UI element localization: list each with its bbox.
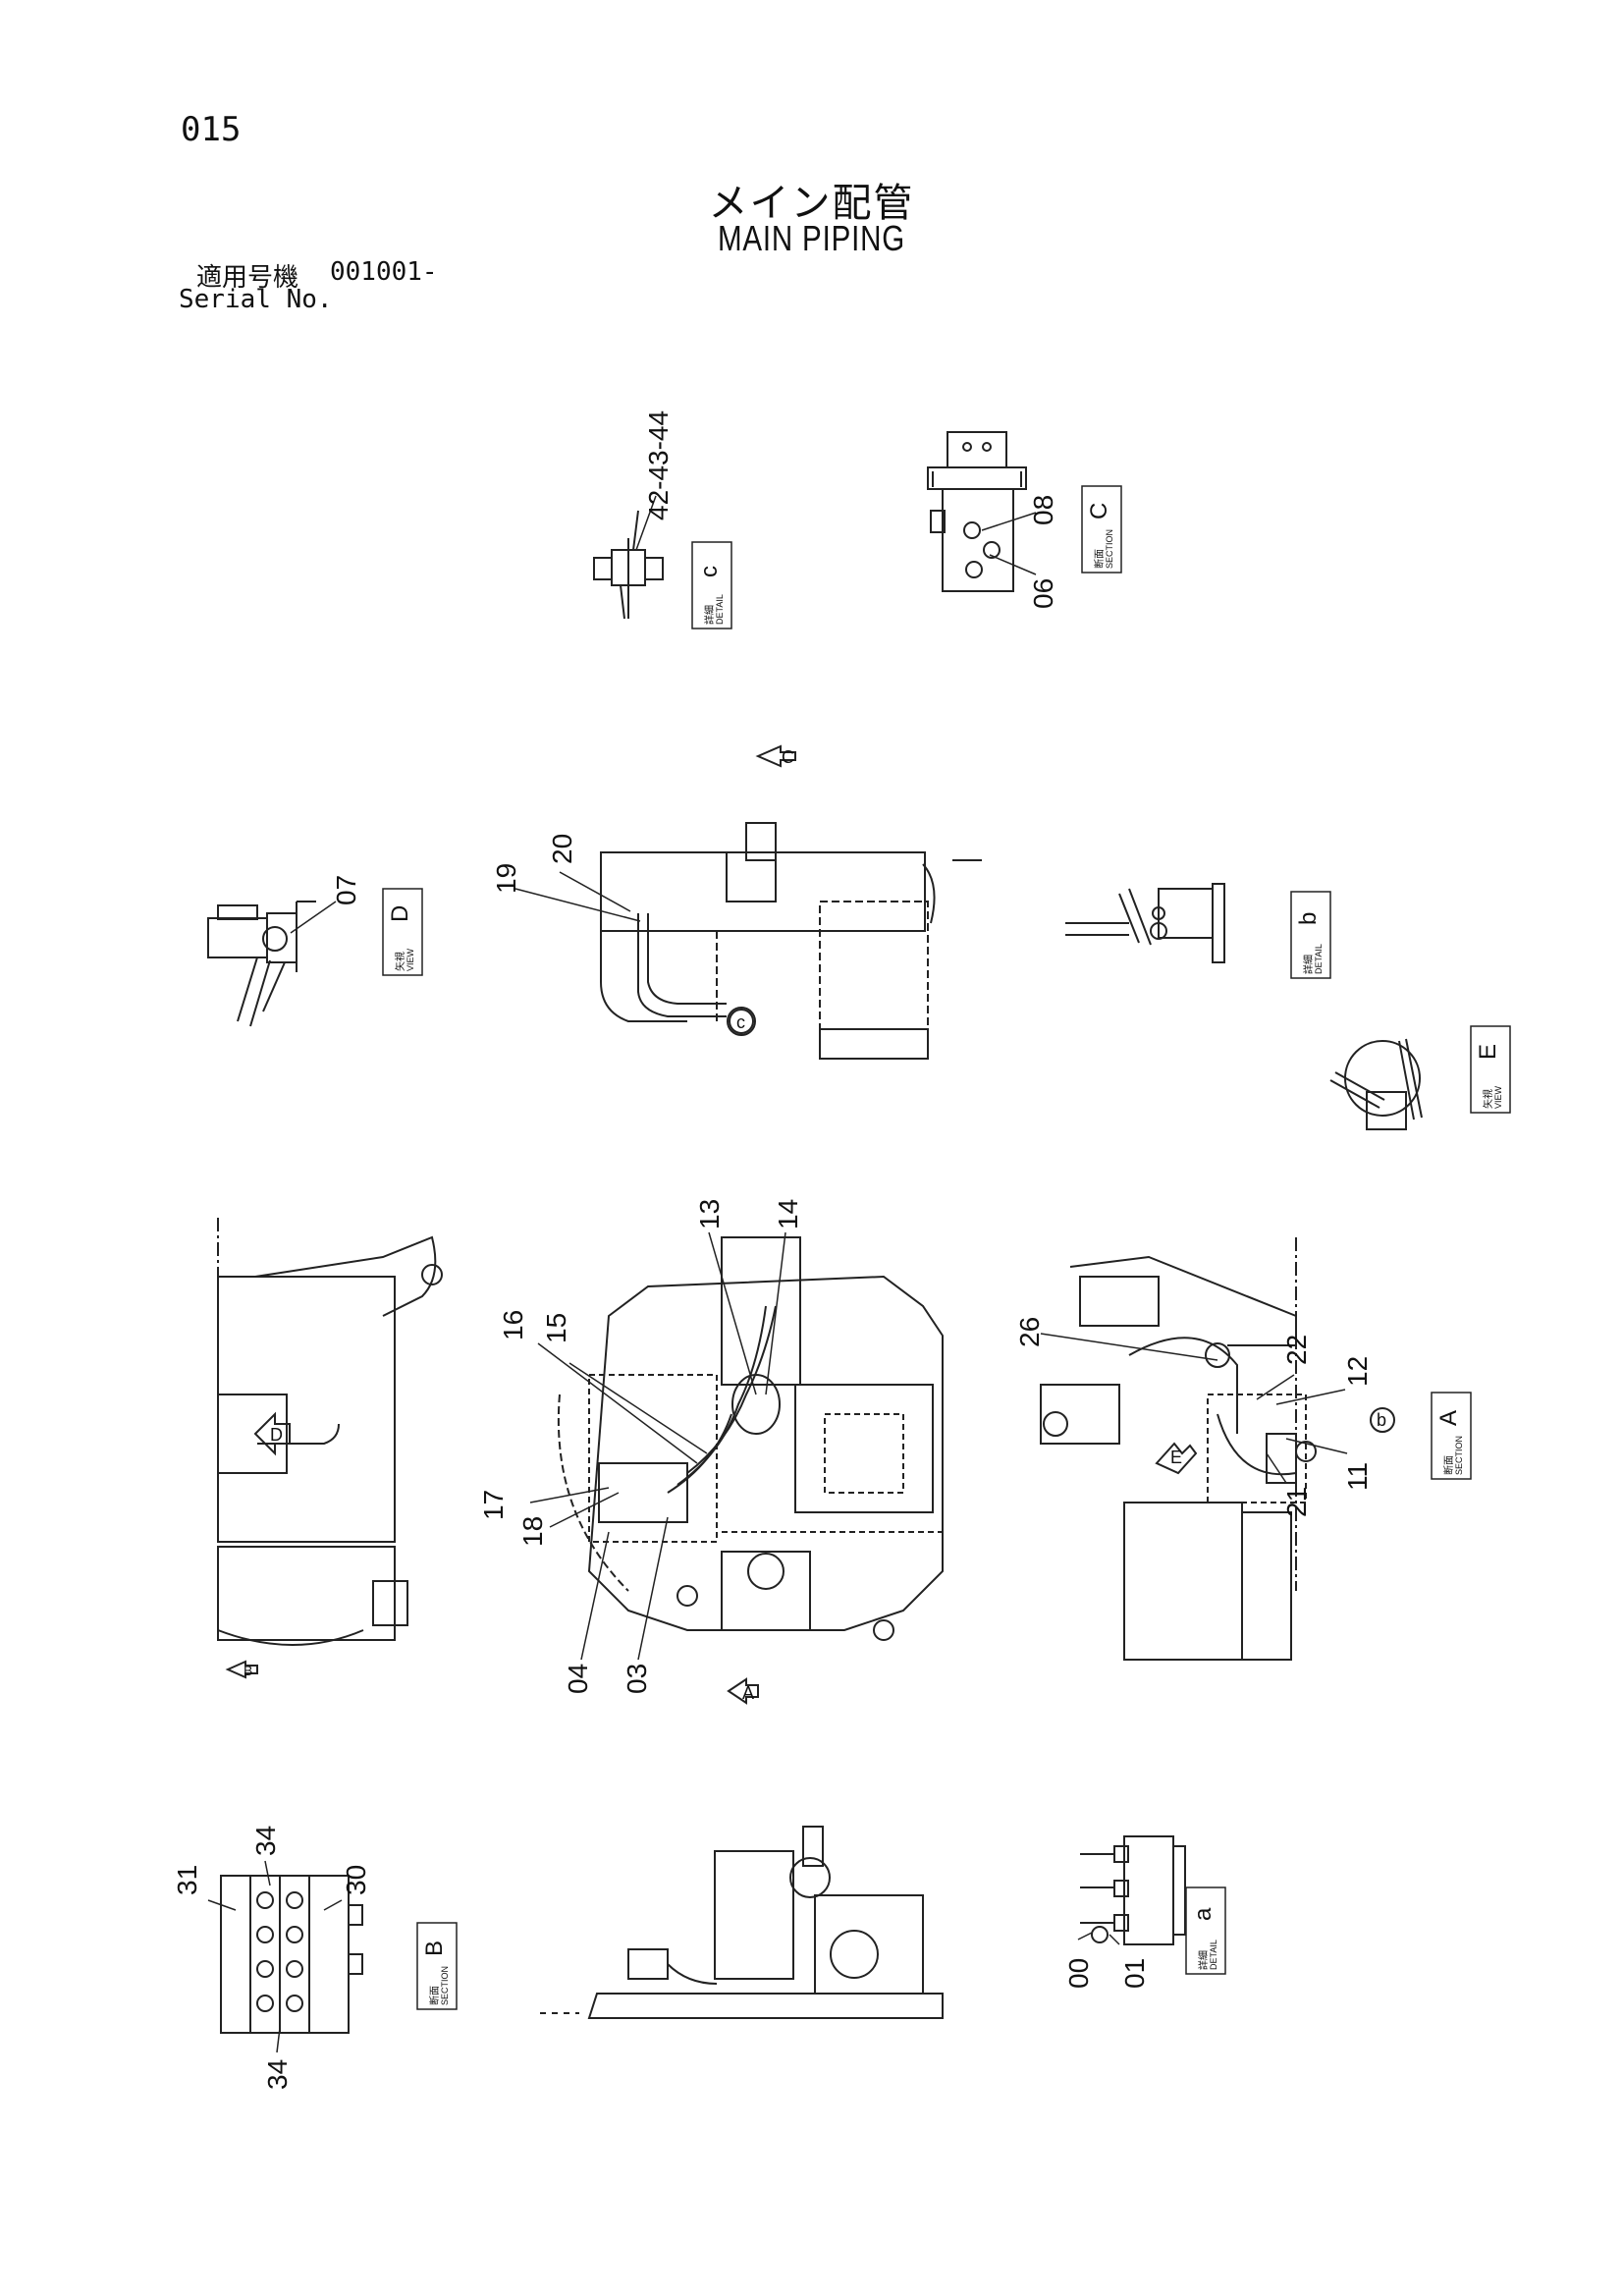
callout-42-43-44: 42-43-44 [643,410,674,520]
arrow-marker-a [727,1677,759,1705]
view-d-valve [207,901,316,1027]
callout-06: 06 [1028,578,1058,609]
serial-label-english: Serial No. [179,285,333,314]
callout-22: 22 [1281,1335,1312,1365]
svg-text:DETAIL: DETAIL [715,594,725,625]
label-detail-b: 詳細 DETAIL b [1295,912,1324,974]
label-detail-a: 詳細 DETAIL a [1190,1907,1218,1970]
callout-26: 26 [1014,1317,1045,1347]
circle-letter-b: b [1377,1410,1386,1430]
arrow-letter-d: D [270,1425,283,1445]
callout-08: 08 [1028,495,1058,525]
svg-text:D: D [387,905,413,922]
arrow-marker-e [1155,1442,1198,1475]
section-c-valve [927,431,1027,592]
label-section-b: 断面 SECTION B [421,1941,450,2005]
callout-15: 15 [541,1313,571,1343]
callout-34-bottom: 34 [262,2059,293,2090]
label-section-a: 断面 SECTION A [1435,1410,1464,1475]
side-view-upper [600,822,982,1060]
svg-text:断面: 断面 [1442,1455,1455,1475]
svg-text:DETAIL: DETAIL [1314,944,1324,974]
detail-a-fitting [1080,1835,1186,1945]
arrow-letter-b: B [243,1663,252,1678]
callout-20: 20 [547,834,577,864]
title-japanese: メイン配管 [708,181,915,226]
svg-text:断面: 断面 [428,1986,441,2005]
label-view-d: 矢視 VIEW D [387,905,415,971]
serial-number-value: 001001- [330,257,438,287]
label-box-frames [382,485,1511,2010]
title-english: MAIN PIPING [717,218,906,258]
detail-b-fitting [1065,883,1225,963]
view-e-fitting [1329,1038,1423,1130]
svg-text:DETAIL: DETAIL [1209,1940,1218,1970]
callout-00: 00 [1063,1958,1094,1989]
svg-text:SECTION: SECTION [440,1966,450,2005]
svg-text:SECTION: SECTION [1105,529,1114,569]
callout-01: 01 [1119,1958,1150,1989]
left-side-elevation [217,1218,443,1646]
callout-14: 14 [773,1199,803,1230]
arrow-marker-d [253,1411,291,1456]
svg-text:a: a [1190,1907,1217,1921]
svg-text:詳細: 詳細 [1197,1950,1210,1970]
section-b-control-valve [220,1875,363,2034]
arrow-letter-a: A [742,1683,754,1703]
callout-30: 30 [341,1865,371,1895]
label-view-e: 矢視 VIEW E [1475,1044,1503,1109]
label-detail-c: 詳細 DETAIL c [696,566,725,625]
callout-31: 31 [172,1865,202,1895]
svg-text:c: c [696,566,723,577]
svg-text:b: b [1295,912,1322,925]
callout-18: 18 [517,1516,548,1547]
callout-04: 04 [563,1664,593,1694]
svg-text:B: B [421,1941,448,1956]
svg-text:詳細: 詳細 [703,605,716,625]
callout-12: 12 [1342,1356,1373,1387]
bottom-side-view [540,1826,944,2019]
label-section-c: 断面 SECTION C [1086,503,1114,569]
svg-text:E: E [1475,1044,1501,1060]
arrow-marker-c [755,744,796,768]
callout-34-top: 34 [250,1826,281,1856]
svg-text:矢視: 矢視 [394,952,406,971]
svg-text:詳細: 詳細 [1302,955,1315,974]
leader-lines [207,495,1348,2053]
svg-text:VIEW: VIEW [406,948,415,971]
svg-text:C: C [1086,503,1112,519]
svg-text:断面: 断面 [1093,549,1106,569]
circle-marker-b-ref [1370,1407,1395,1433]
callout-03: 03 [622,1664,652,1694]
page-number: 015 [181,110,242,149]
svg-text:SECTION: SECTION [1454,1436,1464,1475]
svg-text:VIEW: VIEW [1493,1085,1503,1109]
arrow-marker-b [225,1660,258,1679]
callout-19: 19 [491,863,521,894]
arrow-letter-e: E [1170,1448,1182,1467]
callout-16: 16 [498,1310,528,1340]
serial-label-japanese: 適用号機 [196,263,299,293]
top-plan-view [557,1236,944,1641]
callout-11: 11 [1342,1462,1373,1491]
svg-text:矢視: 矢視 [1482,1089,1494,1109]
arrow-letter-c: C [782,747,794,767]
callout-13: 13 [694,1199,725,1230]
callout-21: 21 [1281,1487,1312,1517]
svg-text:A: A [1435,1410,1462,1426]
detail-c-fitting [593,510,664,620]
callout-07: 07 [331,875,361,905]
circle-marker-c-ref [727,1007,756,1036]
callout-17: 17 [478,1490,509,1520]
right-side-elevation [1040,1237,1317,1661]
circle-letter-c: c [736,1012,745,1032]
